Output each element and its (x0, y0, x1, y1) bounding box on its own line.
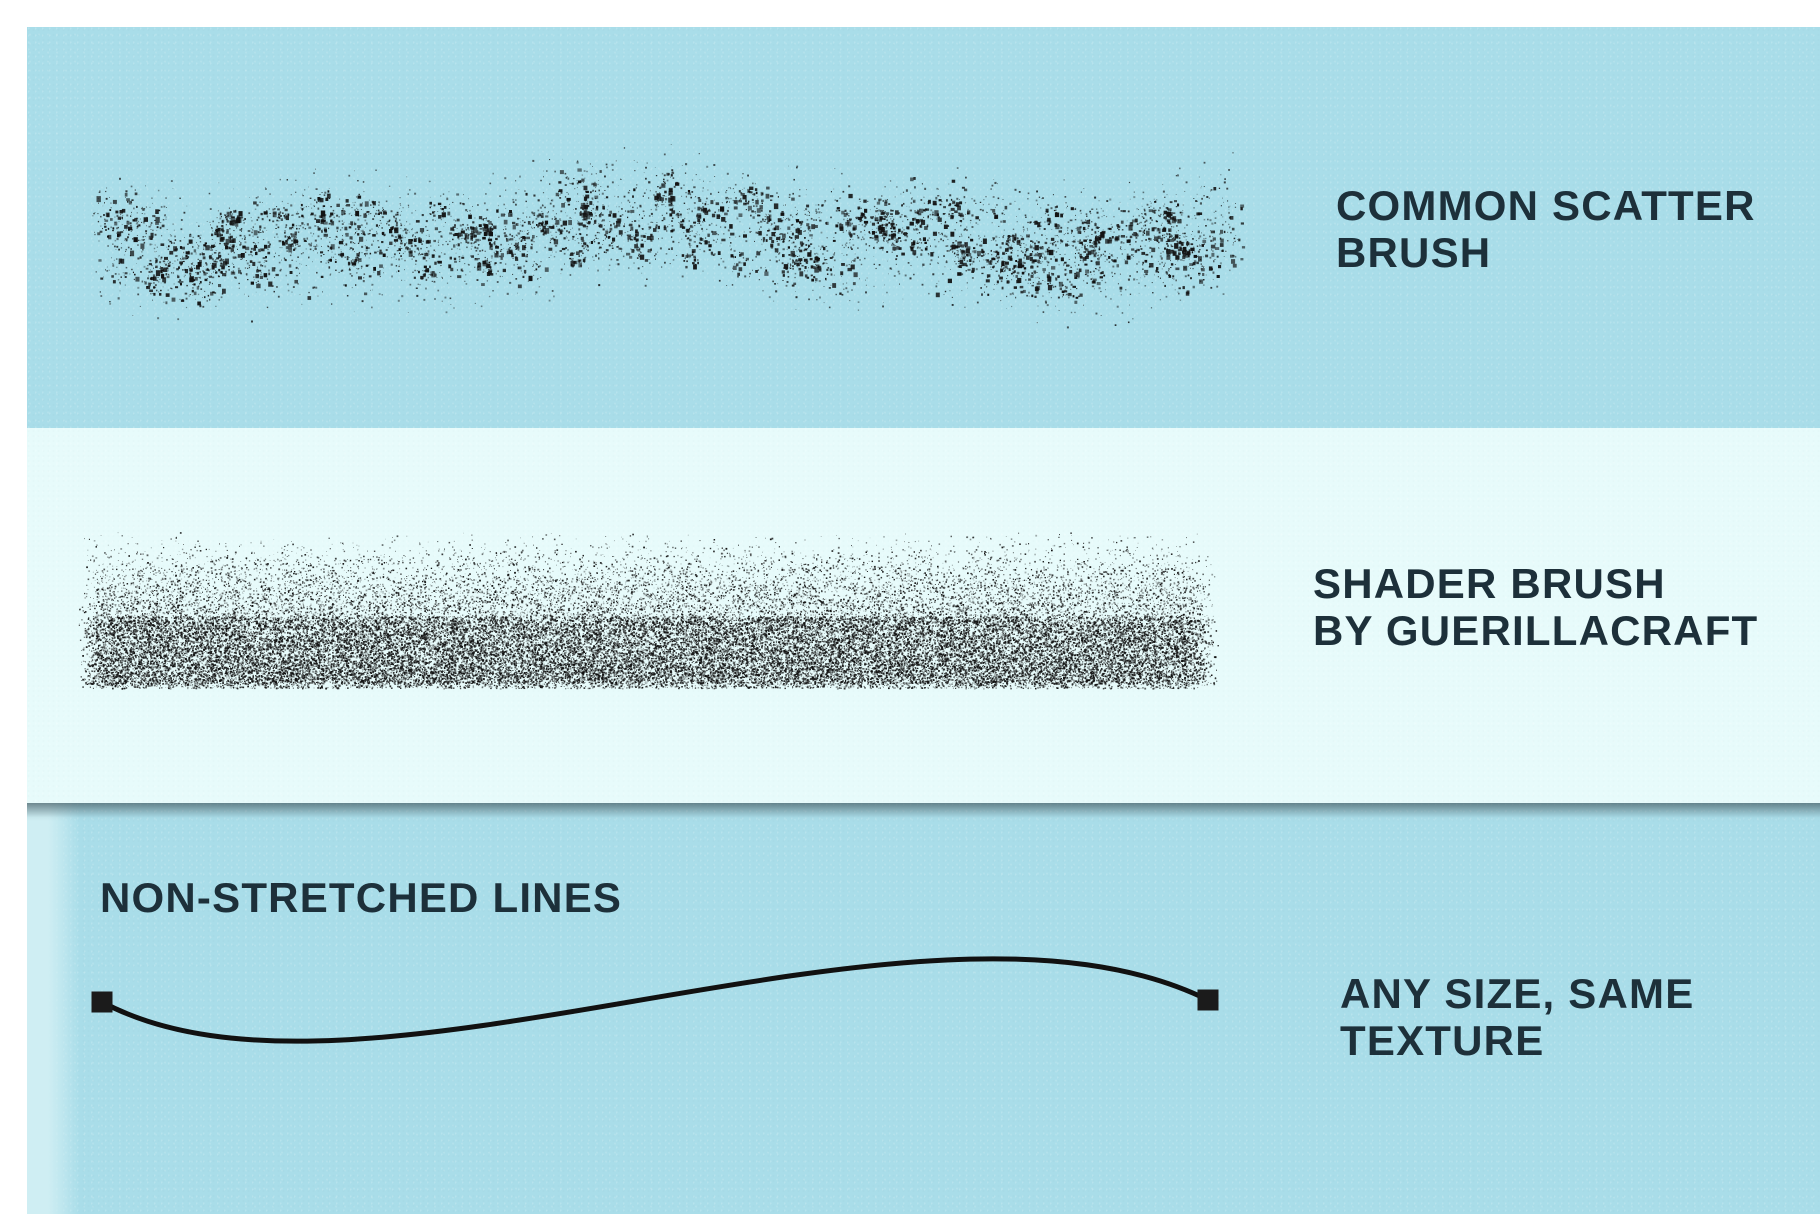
caption-line-2: BRUSH (1336, 229, 1756, 276)
scatter-stroke-svg (92, 144, 1246, 329)
caption-common-scatter-brush: COMMON SCATTER BRUSH (1336, 182, 1756, 276)
bezier-curve-svg (91, 956, 1219, 1044)
shader-stroke-svg (78, 532, 1219, 690)
page-top-margin (0, 0, 1820, 27)
caption-line-1: SHADER BRUSH (1313, 560, 1758, 607)
band-drop-shadow (0, 803, 1820, 821)
caption-line-2: BY GUERILLACRAFT (1313, 607, 1758, 654)
caption-line-1: COMMON SCATTER (1336, 182, 1756, 229)
common-scatter-brush-stroke (92, 120, 1246, 340)
anchor-point-start[interactable] (91, 991, 113, 1013)
bezier-curve (99, 956, 1211, 1044)
caption-any-size-same-texture: ANY SIZE, SAME TEXTURE (1340, 970, 1694, 1064)
non-stretched-line-path (60, 930, 1280, 1120)
shader-brush-stroke (78, 528, 1219, 690)
caption-line-1: ANY SIZE, SAME (1340, 970, 1694, 1017)
page-left-margin (0, 0, 27, 1214)
caption-line-2: TEXTURE (1340, 1017, 1694, 1064)
anchor-point-end[interactable] (1197, 989, 1219, 1011)
caption-line-1: NON-STRETCHED LINES (100, 874, 622, 921)
caption-non-stretched-lines: NON-STRETCHED LINES (100, 874, 622, 921)
caption-shader-brush: SHADER BRUSH BY GUERILLACRAFT (1313, 560, 1758, 654)
